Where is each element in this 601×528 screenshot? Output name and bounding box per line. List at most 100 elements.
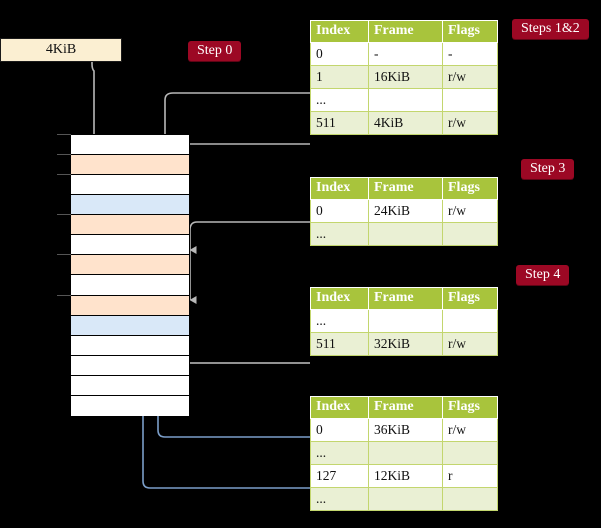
memory-frame-row [71,215,189,236]
memory-frame-row [71,395,189,416]
table-row: 0-- [310,42,498,66]
step-badge-step-4: Step 4 [516,265,570,285]
memory-frame-row [71,295,189,316]
wire-step3-l3-to-memory [189,221,310,254]
column-header-flags: Flags [442,287,498,310]
physical-memory-column [70,134,190,416]
table-cell: 4KiB [368,111,443,135]
table-cell: 24KiB [368,199,443,223]
table-cell [442,441,498,465]
column-header-flags: Flags [442,20,498,43]
table-cell: r/w [442,199,498,223]
column-header-index: Index [310,177,369,200]
table-cell: - [442,42,498,66]
table-cell [442,309,498,333]
memory-frame-row [71,175,189,196]
table-row: ... [310,222,498,246]
table-cell: 127 [310,464,369,488]
table-cell [368,88,443,112]
memory-frame-row [71,235,189,256]
table-cell: r/w [442,65,498,89]
memory-frame-row [71,375,189,396]
memory-frame-row [71,255,189,276]
table-cell: - [368,42,443,66]
column-header-frame: Frame [368,287,443,310]
table-cell: 0 [310,199,369,223]
table-cell: 32KiB [368,332,443,356]
table-cell [368,487,443,511]
memory-row-tick [57,294,71,296]
table-cell: r [442,464,498,488]
column-header-flags: Flags [442,396,498,419]
memory-row-tick [57,214,71,216]
source-frame-box: 4KiB [0,38,122,62]
table-cell: 36KiB [368,418,443,442]
source-frame-label: 4KiB [45,42,77,57]
memory-row-tick [57,134,71,135]
table-cell: 511 [310,332,369,356]
table-row: ... [310,309,498,333]
memory-row-tick [57,254,71,256]
column-header-index: Index [310,287,369,310]
memory-row-tick [57,174,71,176]
memory-frame-row [71,155,189,176]
memory-frame-row [71,195,189,216]
table-cell: 16KiB [368,65,443,89]
column-header-frame: Frame [368,396,443,419]
wire-l1-row127-to-memory [135,213,310,489]
wire-step0-source-to-memory [91,57,101,164]
table-cell: r/w [442,418,498,442]
table-cell: 1 [310,65,369,89]
table-cell: r/w [442,111,498,135]
table-cell [442,88,498,112]
column-header-flags: Flags [442,177,498,200]
table-cell [368,441,443,465]
memory-row-tick [57,154,71,156]
table-cell: ... [310,309,369,333]
table-cell: ... [310,88,369,112]
table-cell: 0 [310,418,369,442]
table-cell [442,222,498,246]
table-cell: 0 [310,42,369,66]
step-badge-step-3: Step 3 [521,159,575,179]
memory-frame-row [71,355,189,376]
memory-frame-row [71,135,189,156]
step-badge-steps-1-2: Steps 1&2 [512,19,589,39]
memory-frame-row [71,275,189,296]
column-header-index: Index [310,396,369,419]
table-cell [368,309,443,333]
memory-frame-row [71,315,189,336]
column-header-frame: Frame [368,177,443,200]
memory-frame-row [71,335,189,356]
table-cell [442,487,498,511]
table-cell: ... [310,487,369,511]
table-row: ... [310,88,498,112]
table-cell: r/w [442,332,498,356]
table-cell: ... [310,222,369,246]
table-cell: 12KiB [368,464,443,488]
table-row: ... [310,441,498,465]
table-cell: 511 [310,111,369,135]
table-cell: ... [310,441,369,465]
step-badge-step-0: Step 0 [188,41,242,61]
column-header-index: Index [310,20,369,43]
table-cell [368,222,443,246]
table-row: ... [310,487,498,511]
wire-memory-to-l4-row1 [164,92,310,140]
column-header-frame: Frame [368,20,443,43]
